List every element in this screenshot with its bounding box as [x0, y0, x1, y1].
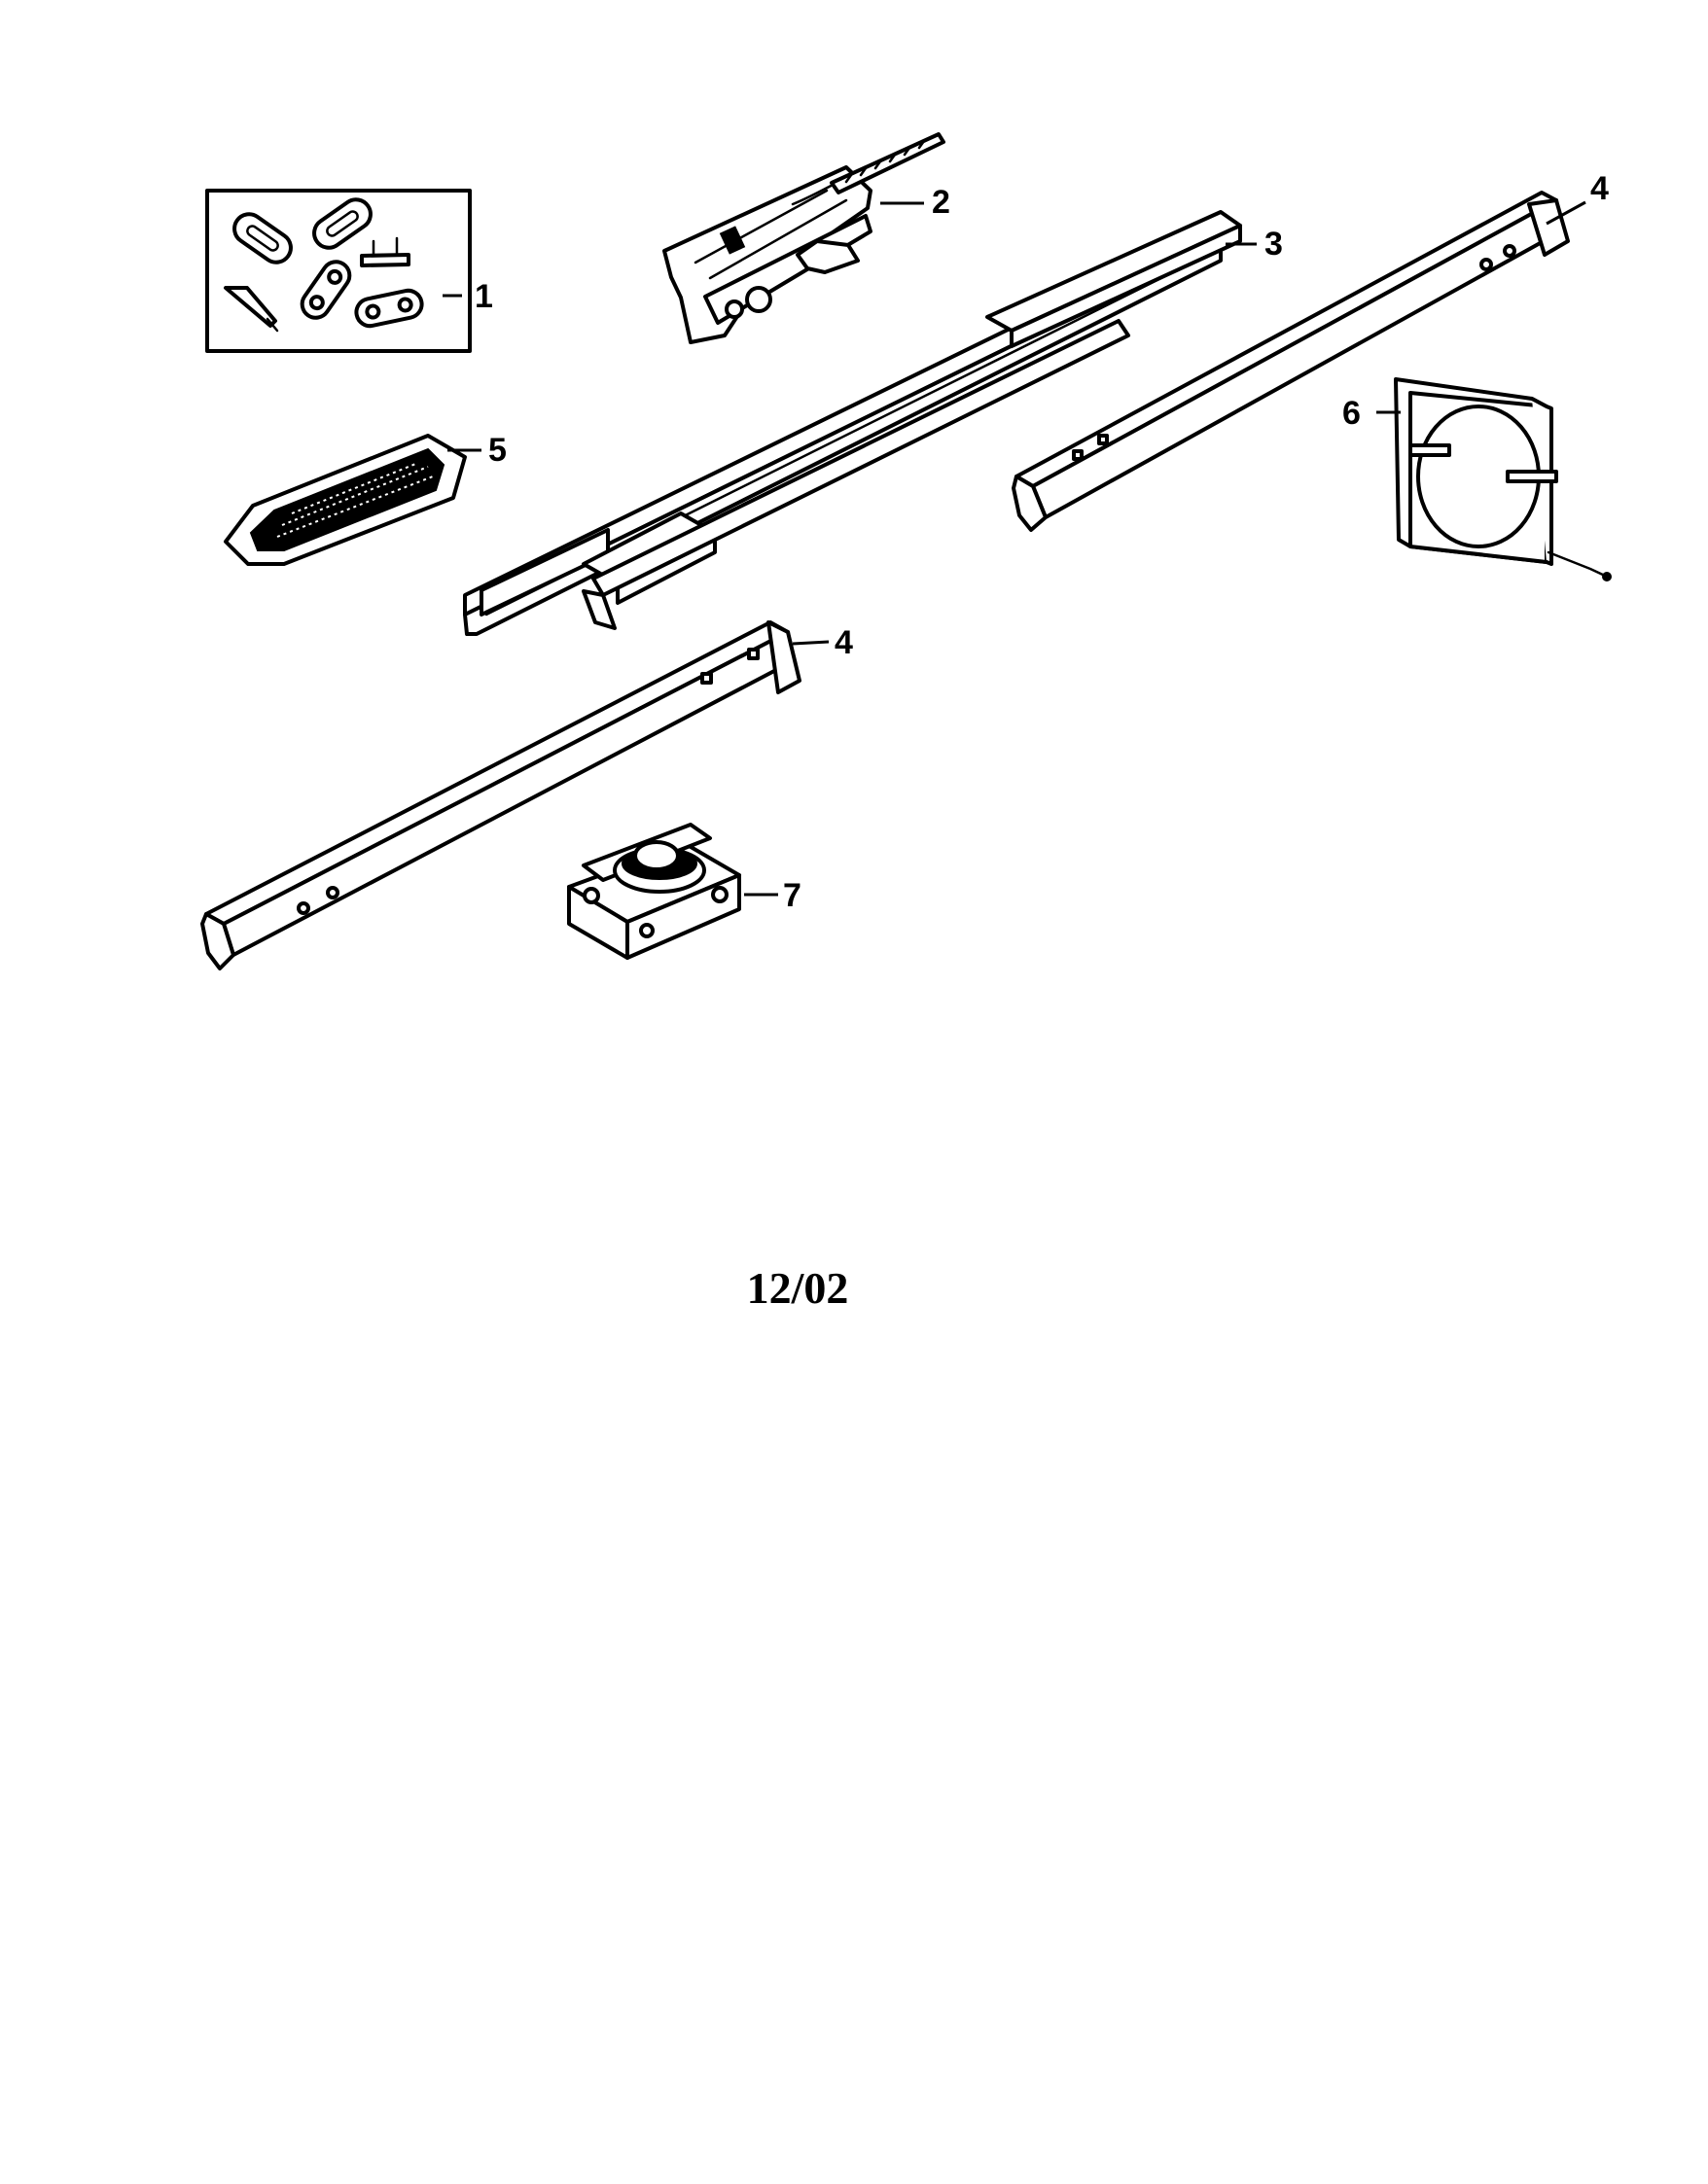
chain-link-parts-icon [205, 189, 472, 353]
rail-section-icon [1012, 191, 1570, 532]
trolley-icon [662, 132, 945, 344]
part-number-label: 2 [932, 184, 950, 221]
part-number-label: 3 [1264, 226, 1283, 263]
part-number-label: 6 [1342, 395, 1361, 432]
part-number-label: 4 [835, 624, 853, 661]
rail-section-icon [200, 620, 801, 970]
warning-label-icon [224, 434, 467, 566]
sprocket-cover-icon [1394, 377, 1612, 581]
part-number-label: 7 [783, 877, 801, 914]
part-number-label: 4 [1590, 170, 1609, 207]
rail-section-icon [463, 210, 1242, 636]
date-code: 12/02 [746, 1263, 849, 1313]
part-number-label: 5 [488, 432, 507, 469]
part-number-label: 1 [475, 278, 493, 315]
idler-pulley-bracket-icon [567, 823, 741, 960]
